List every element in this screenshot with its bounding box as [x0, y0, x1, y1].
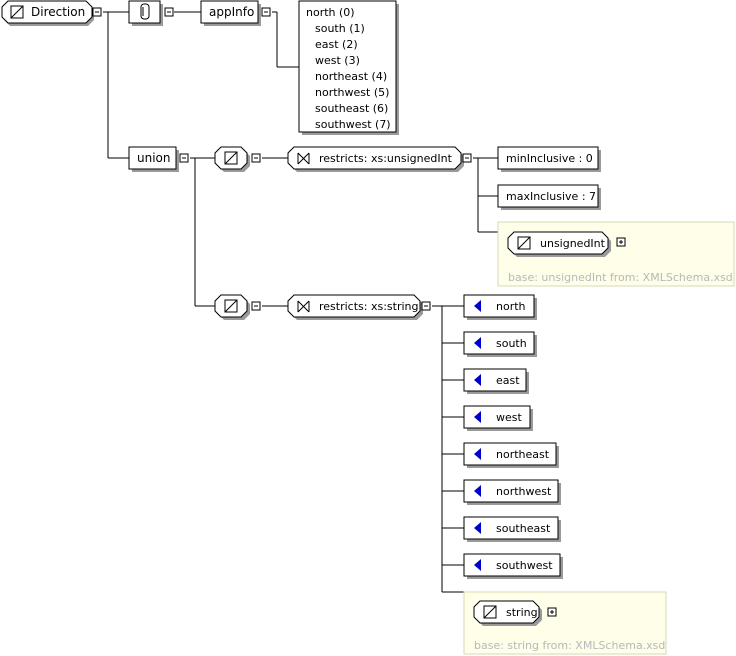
enumeration-icon: [474, 337, 481, 349]
enumeration-label: south: [496, 337, 527, 350]
simple-type-icon: [483, 605, 497, 619]
enumeration-northwest[interactable]: northwest: [463, 479, 561, 505]
expand-base-type-toggle[interactable]: [616, 237, 626, 247]
enumeration-label: southwest: [496, 559, 553, 572]
connectors: [103, 11, 498, 593]
collapse-restriction-toggle[interactable]: [462, 153, 472, 163]
enumeration-label: west: [496, 411, 522, 424]
enumeration-west[interactable]: west: [463, 405, 533, 431]
enumeration-label: north: [496, 300, 526, 313]
enumeration-icon: [474, 448, 481, 460]
anonymous-simple-type-node[interactable]: [214, 146, 250, 172]
simple-type-icon: [10, 5, 24, 19]
appinfo-text-line: north (0): [306, 6, 355, 19]
expand-base-type-toggle[interactable]: [547, 607, 557, 617]
enumeration-icon: [474, 559, 481, 571]
restriction-string-label: restricts: xs:string: [319, 300, 419, 313]
enumeration-label: east: [496, 374, 520, 387]
enumeration-icon: [474, 300, 481, 312]
facet-max-inclusive[interactable]: maxInclusive : 7: [497, 184, 601, 210]
base-type-unsignedint-node[interactable]: unsignedInt: [507, 231, 611, 257]
anonymous-simple-type-node[interactable]: [214, 294, 250, 320]
restriction-icon: [297, 300, 310, 313]
restriction-string-node[interactable]: restricts: xs:string: [287, 294, 423, 320]
collapse-union-toggle[interactable]: [179, 153, 189, 163]
enumeration-list: northsoutheastwestnortheastnorthwestsout…: [463, 294, 563, 579]
enumeration-label: southeast: [496, 522, 551, 535]
appinfo-text-line: northeast (4): [315, 70, 387, 83]
restriction-unsignedint-label: restricts: xs:unsignedInt: [319, 152, 453, 165]
appinfo-text-line: northwest (5): [315, 86, 389, 99]
base-type-note: base: string from: XMLSchema.xsd: [474, 639, 665, 652]
base-type-label: string: [506, 606, 538, 619]
base-type-string-node[interactable]: string: [473, 600, 542, 626]
simple-type-icon: [224, 151, 238, 165]
enumeration-north[interactable]: north: [463, 294, 537, 320]
simple-type-icon: [224, 299, 238, 313]
enumeration-icon: [474, 485, 481, 497]
base-type-note: base: unsignedInt from: XMLSchema.xsd: [508, 271, 733, 284]
collapse-restriction-toggle[interactable]: [421, 301, 431, 311]
collapse-simple-type-toggle[interactable]: [251, 301, 261, 311]
collapse-simple-type-toggle[interactable]: [251, 153, 261, 163]
enumeration-south[interactable]: south: [463, 331, 537, 357]
root-simple-type-node[interactable]: Direction: [1, 0, 94, 26]
appinfo-text-line: southwest (7): [315, 118, 391, 131]
appinfo-node[interactable]: appInfo: [200, 0, 261, 26]
annotation-node[interactable]: [128, 0, 163, 26]
enumeration-label: northwest: [496, 485, 552, 498]
base-type-string-panel: string base: string from: XMLSchema.xsd: [463, 591, 667, 655]
restriction-unsignedint-node[interactable]: restricts: xs:unsignedInt: [287, 146, 464, 172]
appinfo-text-line: south (1): [315, 22, 365, 35]
annotation-icon: [140, 3, 150, 20]
appinfo-text-line: southeast (6): [315, 102, 388, 115]
simple-type-icon: [517, 236, 531, 250]
appinfo-text-line: east (2): [315, 38, 358, 51]
enumeration-east[interactable]: east: [463, 368, 529, 394]
union-label: union: [137, 151, 171, 165]
base-type-unsignedint-panel: unsignedInt base: unsignedInt from: XMLS…: [497, 221, 735, 287]
appinfo-text-box: north (0) south (1) east (2) west (3) northe…: [298, 0, 399, 135]
enumeration-icon: [474, 374, 481, 386]
appinfo-label: appInfo: [209, 5, 254, 19]
root-label: Direction: [31, 5, 85, 19]
appinfo-text-line: west (3): [315, 54, 360, 67]
enumeration-label: northeast: [496, 448, 550, 461]
enumeration-southeast[interactable]: southeast: [463, 516, 561, 542]
facet-min-inclusive[interactable]: minInclusive : 0: [497, 146, 601, 172]
facet-label: maxInclusive : 7: [506, 190, 596, 203]
enumeration-icon: [474, 411, 481, 423]
union-node[interactable]: union: [128, 146, 179, 172]
facet-label: minInclusive : 0: [506, 152, 593, 165]
base-type-label: unsignedInt: [540, 237, 606, 250]
collapse-appinfo-toggle[interactable]: [261, 7, 271, 17]
collapse-root-toggle[interactable]: [92, 7, 102, 17]
restriction-icon: [297, 152, 310, 165]
enumeration-southwest[interactable]: southwest: [463, 553, 563, 579]
enumeration-icon: [474, 522, 481, 534]
enumeration-northeast[interactable]: northeast: [463, 442, 559, 468]
collapse-annotation-toggle[interactable]: [164, 7, 174, 17]
